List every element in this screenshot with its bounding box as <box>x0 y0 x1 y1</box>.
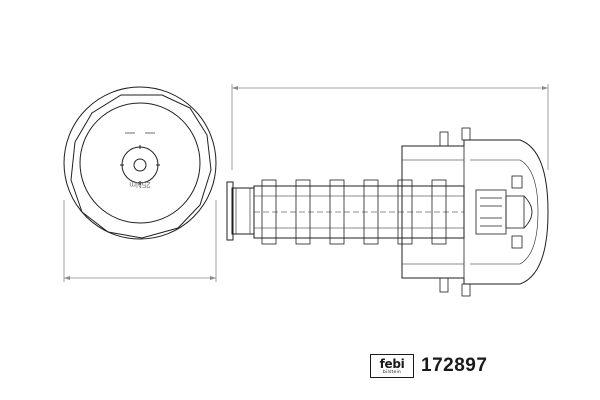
front-view-hub-inner <box>133 158 147 172</box>
part-number: 172897 <box>421 355 488 376</box>
cap-notch <box>461 127 471 141</box>
side-view-spigot-flange <box>226 181 234 241</box>
brand-logo-wordmark: febi <box>379 356 405 371</box>
cap-notch <box>439 131 449 147</box>
brand-logo: febi bilstein <box>370 354 414 378</box>
side-view-valve <box>475 175 533 249</box>
front-view-hub-outer <box>121 146 159 184</box>
brand-logo-subtext: bilstein <box>383 369 401 375</box>
front-view-outer-rim <box>63 86 217 240</box>
front-view <box>63 86 217 240</box>
side-view-cap-inner <box>470 159 539 265</box>
cap-notch <box>439 277 449 293</box>
side-view <box>226 127 549 297</box>
front-view-inner-circle <box>79 102 201 224</box>
side-view-ribs <box>261 179 447 245</box>
side-view-spigot <box>231 187 255 235</box>
side-view-dimension <box>231 84 549 170</box>
front-view-emboss-text: 25Nm <box>129 180 151 189</box>
cap-notch <box>461 283 471 297</box>
front-view-dimension <box>63 200 217 282</box>
side-view-cap-housing <box>401 139 549 285</box>
front-view-wrench-polygon <box>70 94 212 239</box>
